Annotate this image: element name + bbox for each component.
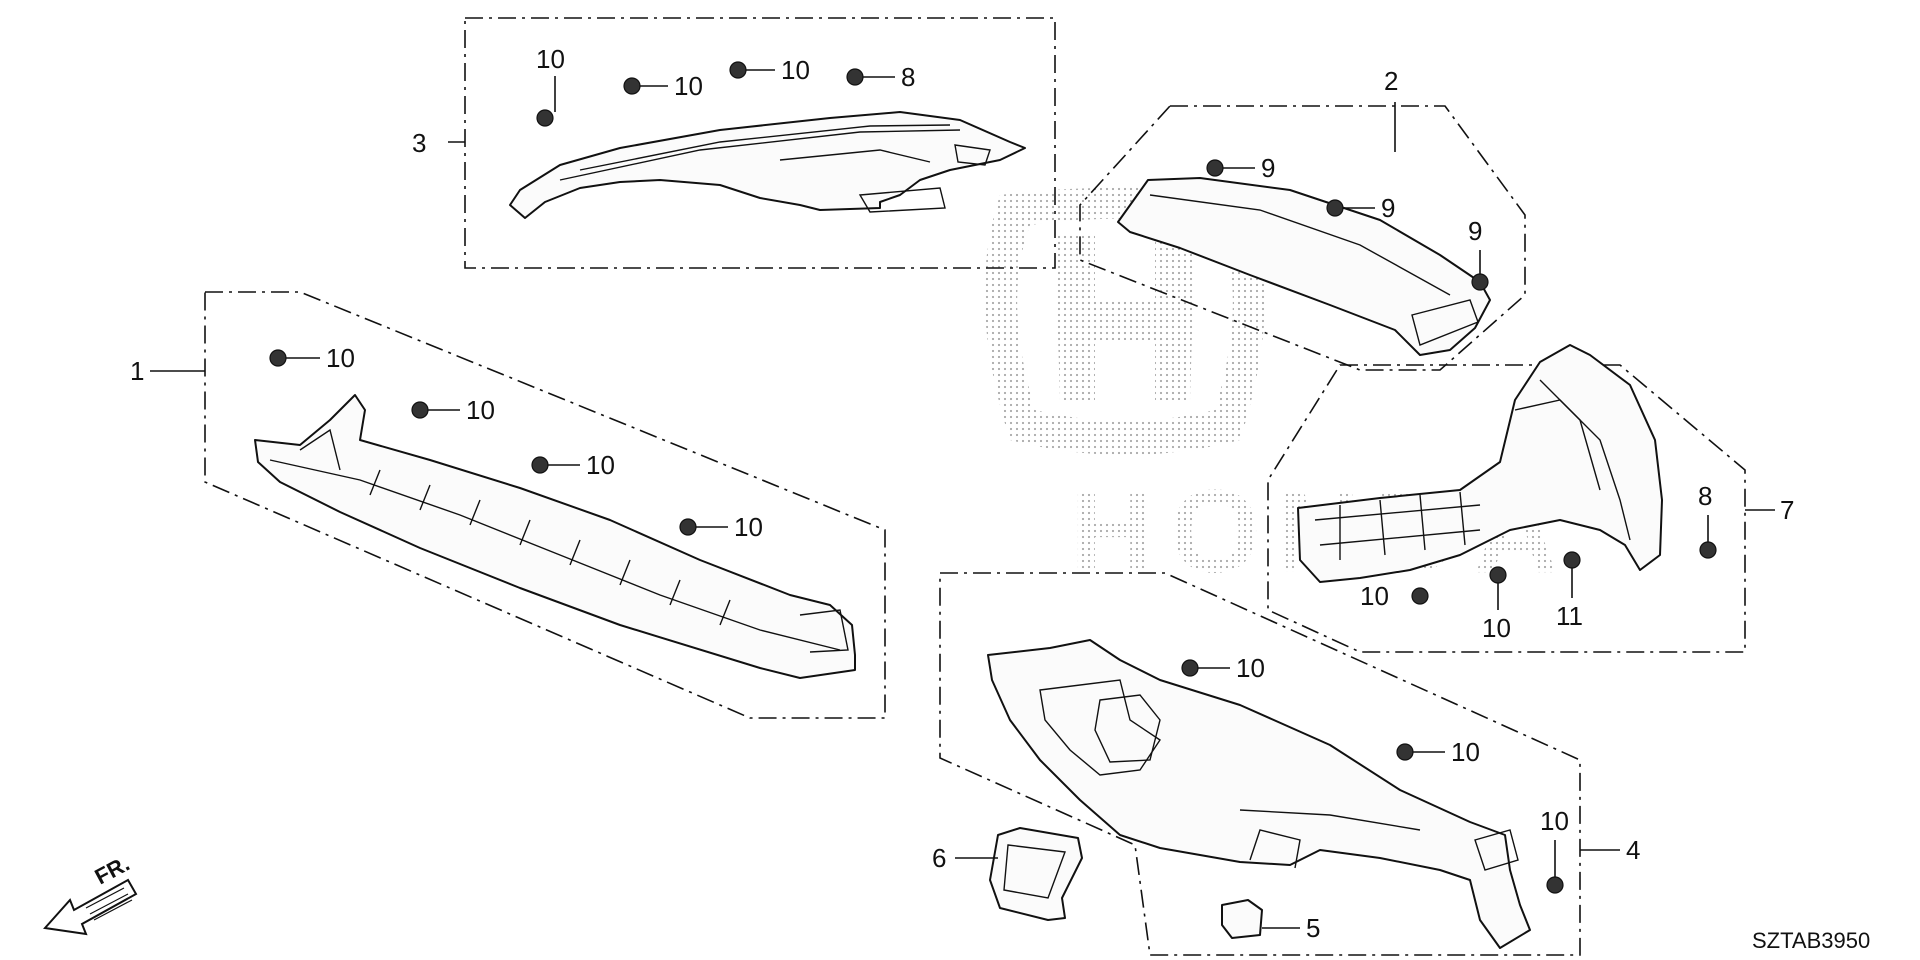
clip-10-j bbox=[1181, 659, 1199, 677]
callout-3: 3 bbox=[412, 128, 426, 158]
group-box-part-2 bbox=[1079, 105, 1526, 371]
callout-10-j: 10 bbox=[1236, 653, 1265, 683]
callout-10-l: 10 bbox=[1540, 806, 1569, 836]
clip-10-a bbox=[536, 109, 554, 127]
callout-6: 6 bbox=[932, 843, 946, 873]
front-arrow-icon bbox=[43, 878, 138, 936]
callout-4: 4 bbox=[1626, 835, 1640, 865]
clip-8-a bbox=[846, 68, 864, 86]
clip-11 bbox=[1563, 551, 1581, 569]
clip-9-b bbox=[1326, 199, 1344, 217]
callout-10-c: 10 bbox=[781, 55, 810, 85]
callout-5: 5 bbox=[1306, 913, 1320, 943]
clip-10-l bbox=[1546, 876, 1564, 894]
callout-9-b: 9 bbox=[1381, 193, 1395, 223]
callout-10-h: 10 bbox=[1482, 613, 1511, 643]
callout-10-b: 10 bbox=[674, 71, 703, 101]
callout-9-a: 9 bbox=[1261, 153, 1275, 183]
clips bbox=[269, 61, 1717, 894]
callout-11: 11 bbox=[1556, 601, 1583, 631]
part-7-trim bbox=[1297, 344, 1663, 583]
clip-10-c bbox=[729, 61, 747, 79]
callout-9-c: 9 bbox=[1468, 216, 1482, 246]
callout-10-d: 10 bbox=[326, 343, 355, 373]
clip-10-i bbox=[1411, 587, 1429, 605]
front-arrow-indicator: FR. bbox=[43, 851, 138, 936]
part-5-cap bbox=[1221, 899, 1263, 939]
group-box-part-1 bbox=[204, 291, 886, 719]
diagram-code: SZTAB3950 bbox=[1752, 928, 1870, 953]
callout-10-e: 10 bbox=[466, 395, 495, 425]
callout-10-g: 10 bbox=[734, 512, 763, 542]
callout-10-a: 10 bbox=[536, 44, 565, 74]
clip-10-b bbox=[623, 77, 641, 95]
group-box-part-7 bbox=[1267, 364, 1746, 653]
callout-10-i: 10 bbox=[1360, 581, 1389, 611]
clip-10-d bbox=[269, 349, 287, 367]
callout-10-f: 10 bbox=[586, 450, 615, 480]
clip-10-k bbox=[1396, 743, 1414, 761]
part-3-garnish bbox=[509, 111, 1026, 219]
clip-10-h bbox=[1489, 566, 1507, 584]
part-2-garnish bbox=[1117, 177, 1491, 356]
callout-8-b: 8 bbox=[1698, 481, 1712, 511]
group-box-part-3 bbox=[464, 17, 1056, 269]
clip-10-g bbox=[679, 518, 697, 536]
part-1-garnish bbox=[254, 394, 856, 679]
leader-lines bbox=[150, 69, 1775, 929]
callout-10-k: 10 bbox=[1451, 737, 1480, 767]
clip-9-c bbox=[1471, 273, 1489, 291]
clip-8-b bbox=[1699, 541, 1717, 559]
part-6-cover bbox=[989, 827, 1083, 921]
callout-2: 2 bbox=[1384, 66, 1398, 96]
group-box-part-4 bbox=[939, 572, 1581, 956]
clip-10-e bbox=[411, 401, 429, 419]
callout-8-a: 8 bbox=[901, 62, 915, 92]
clip-9-a bbox=[1206, 159, 1224, 177]
callout-1: 1 bbox=[130, 356, 144, 386]
callout-7: 7 bbox=[1780, 495, 1794, 525]
part-4-trim bbox=[987, 639, 1531, 949]
clip-10-f bbox=[531, 456, 549, 474]
